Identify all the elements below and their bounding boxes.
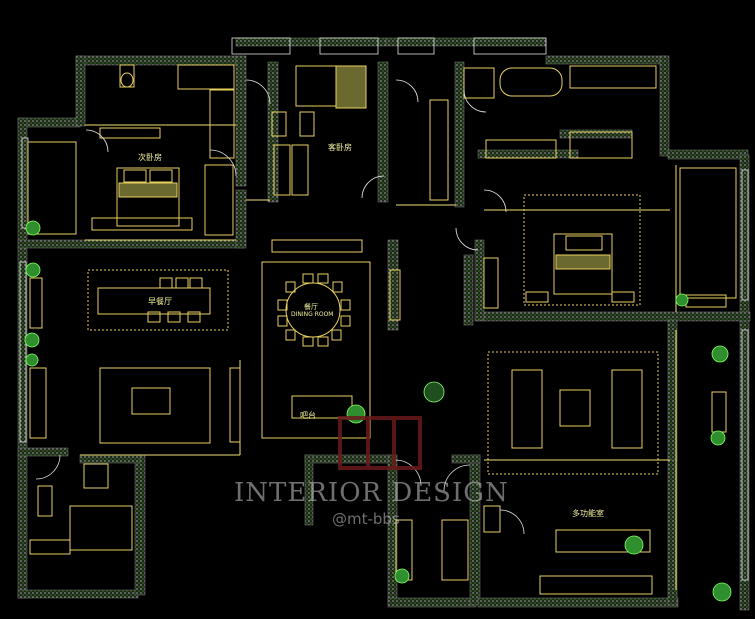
door-swings <box>35 79 525 535</box>
room-label-dining-en: DINING ROOM <box>291 311 334 318</box>
watermark-title: INTERIOR DESIGN <box>234 478 509 508</box>
room-label-guest-bedroom: 次卧房 <box>138 153 162 162</box>
room-label-bar: 吧台 <box>300 411 316 420</box>
watermark-handle: @mt-bbs <box>332 510 400 528</box>
room-label-breakfast: 早餐厅 <box>148 297 172 306</box>
walls <box>17 37 751 611</box>
room-label-dining-cn: 餐厅 <box>304 303 318 311</box>
dining-chairs <box>277 273 351 347</box>
plants <box>24 220 732 602</box>
furniture <box>27 64 737 595</box>
room-label-multi: 多功能室 <box>572 509 604 518</box>
room-label-second-bedroom: 客卧房 <box>328 143 352 152</box>
watermark-logo <box>338 416 422 470</box>
